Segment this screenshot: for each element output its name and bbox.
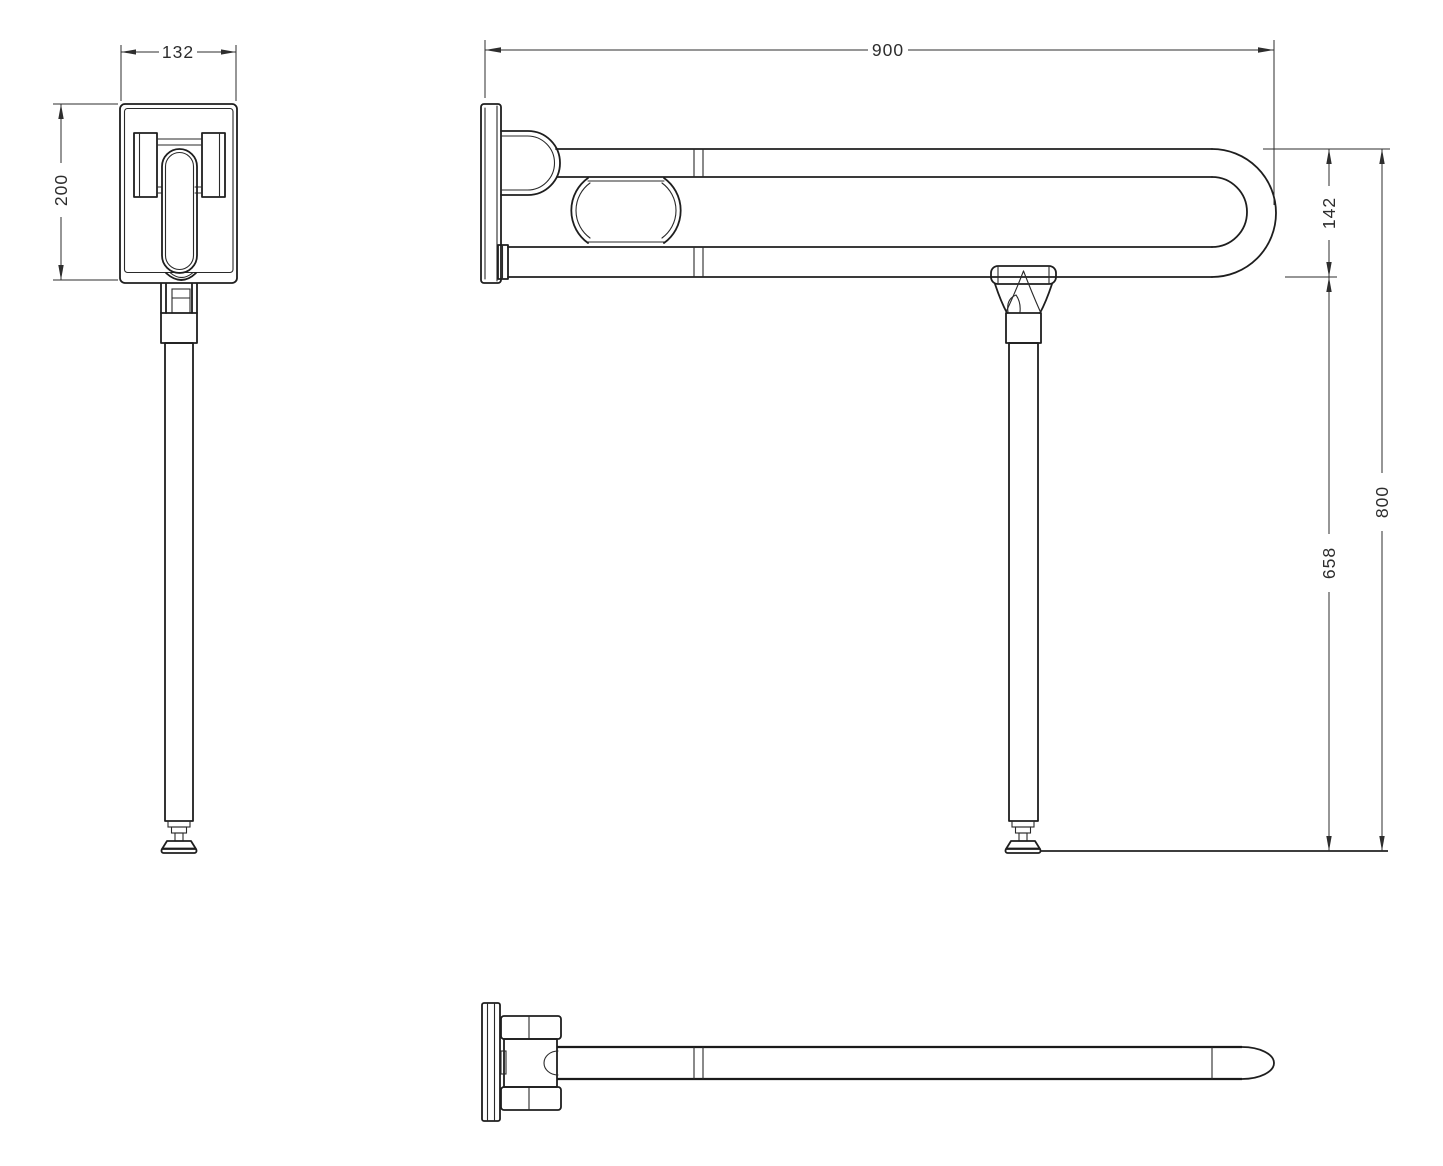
dim-label-plate-width: 132 xyxy=(162,42,194,62)
hinge-neck-front xyxy=(160,283,198,314)
lower-arm-side xyxy=(497,244,1213,280)
u-bend-side xyxy=(1211,148,1277,278)
leg-clamp-side xyxy=(990,265,1057,285)
leg-knuckle-side xyxy=(994,270,1053,314)
floor-glide-side xyxy=(1004,820,1042,854)
hinge-spool-side xyxy=(570,177,682,244)
dim-label-plate-height: 200 xyxy=(51,174,71,206)
upper-arm-side xyxy=(555,148,1213,178)
dim-label-bar-height: 142 xyxy=(1319,197,1339,229)
hinge-lugs-front xyxy=(133,132,226,198)
wall-plate-top xyxy=(481,1002,501,1122)
dim-overall-height: 800 xyxy=(1372,149,1392,851)
front-view: 132 200 xyxy=(51,42,238,854)
dim-overall-length: 900 xyxy=(484,40,1275,205)
support-leg-side xyxy=(1005,312,1042,822)
support-leg-front xyxy=(160,312,198,822)
side-view: 900 xyxy=(480,40,1392,854)
dim-plate-height: 200 xyxy=(51,103,118,281)
hinge-housing-side xyxy=(500,130,561,196)
dim-label-leg-drop: 658 xyxy=(1319,547,1339,579)
floor-glide-front xyxy=(160,820,198,854)
bar-top xyxy=(557,1045,1275,1081)
top-view xyxy=(481,1002,1275,1122)
dim-label-overall-length: 900 xyxy=(872,40,904,60)
dim-leg-drop: 658 xyxy=(1319,277,1339,851)
folded-handle-front xyxy=(161,148,198,281)
dim-bar-height: 142 xyxy=(1263,148,1390,278)
dim-plate-width: 132 xyxy=(120,42,237,101)
dim-label-overall-height: 800 xyxy=(1372,486,1392,518)
hinge-blocks-top xyxy=(500,1015,562,1111)
wall-plate-side xyxy=(480,103,502,284)
